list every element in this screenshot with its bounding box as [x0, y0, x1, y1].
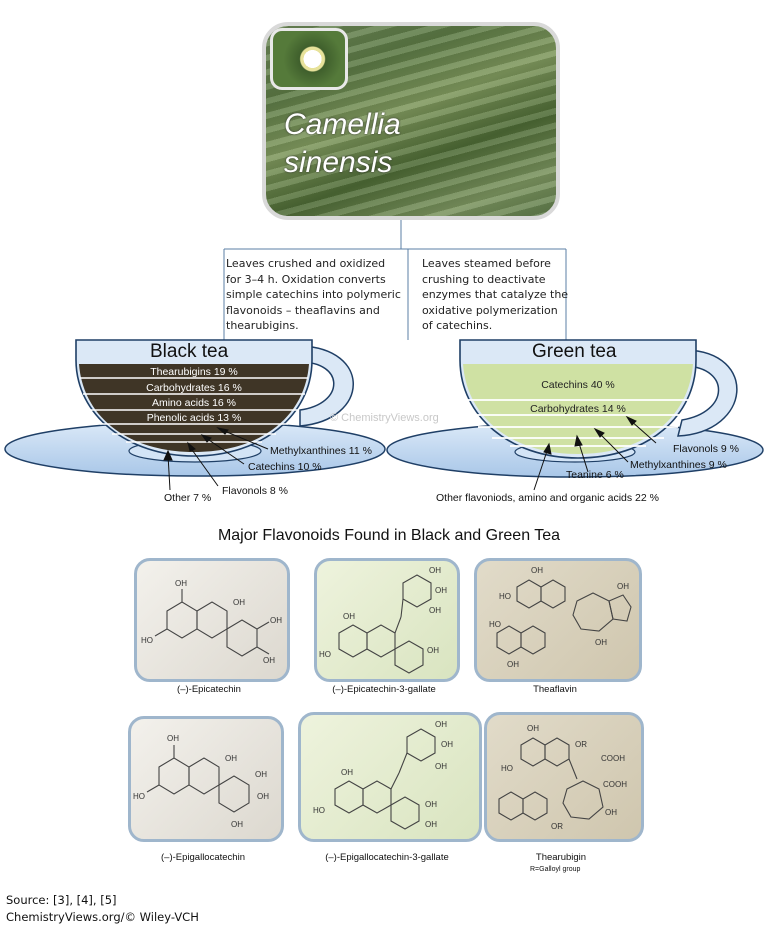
- photo-title-line2: sinensis: [284, 146, 393, 179]
- black-band-label: Amino acids 16 %: [151, 397, 237, 409]
- black-callout-label: Other 7 %: [164, 492, 212, 504]
- svg-text:HO: HO: [141, 636, 153, 645]
- molecule-caption: (–)-Epigallocatechin: [161, 852, 245, 863]
- black-band-label: Phenolic acids 13 %: [146, 412, 242, 424]
- svg-text:OH: OH: [527, 724, 539, 733]
- svg-text:OH: OH: [270, 616, 282, 625]
- black-tea-title: Black tea: [150, 341, 229, 362]
- svg-text:OH: OH: [435, 762, 447, 771]
- svg-text:OH: OH: [257, 792, 269, 801]
- black-band-label: Carbohydrates 16 %: [146, 382, 242, 394]
- svg-text:OH: OH: [531, 566, 543, 575]
- svg-text:HO: HO: [499, 592, 511, 601]
- molecule-caption: Thearubigin: [535, 852, 587, 863]
- green-callout-label: Other flavoniods, amino and organic acid…: [436, 492, 659, 504]
- green-band-label: Carbohydrates 14 %: [530, 403, 626, 415]
- svg-text:OH: OH: [343, 612, 355, 621]
- svg-text:HO: HO: [501, 764, 513, 773]
- watermark: © ChemistryViews.org: [330, 412, 439, 424]
- black-tea-cup-handle: [299, 345, 354, 427]
- svg-text:OH: OH: [233, 598, 245, 607]
- black-tea-liquid: [79, 364, 309, 452]
- svg-text:OH: OH: [231, 820, 243, 829]
- molecule-caption: (–)-Epigallocatechin-3-gallate: [325, 852, 449, 863]
- molecule-note: R=Galloyl group: [530, 866, 581, 873]
- svg-text:HO: HO: [313, 806, 325, 815]
- molecule-caption: (–)-Epicatechin-3-gallate: [332, 684, 436, 695]
- tea-flower-photo: [270, 28, 348, 90]
- epicatechin-3-gallate-structure: OH HO OH OH OH OH: [314, 558, 460, 682]
- tea-cups-illustration: [4, 339, 764, 491]
- svg-text:OH: OH: [595, 638, 607, 647]
- svg-text:OH: OH: [425, 800, 437, 809]
- svg-text:OH: OH: [507, 660, 519, 669]
- svg-text:HO: HO: [133, 792, 145, 801]
- svg-text:COOH: COOH: [603, 780, 627, 789]
- photo-title-line1: Camellia: [284, 108, 401, 141]
- svg-text:OH: OH: [435, 720, 447, 729]
- green-callout-label: Teanine 6 %: [566, 469, 624, 481]
- svg-text:OH: OH: [605, 808, 617, 817]
- black-callout-label: Catechins 10 %: [248, 461, 322, 473]
- svg-text:OH: OH: [441, 740, 453, 749]
- svg-text:OH: OH: [429, 606, 441, 615]
- black-tea-process-note: Leaves crushed and oxidized for 3–4 h. O…: [226, 257, 401, 332]
- epigallocatechin-structure: OH HO OH OH OH OH: [128, 716, 284, 842]
- svg-text:OH: OH: [427, 646, 439, 655]
- svg-text:HO: HO: [489, 620, 501, 629]
- green-callout-label: Methylxanthines 9 %: [630, 459, 727, 471]
- svg-text:OH: OH: [167, 734, 179, 743]
- molecule-caption: Theaflavin: [533, 684, 577, 695]
- svg-text:HO: HO: [319, 650, 331, 659]
- photo-title: Camellia sinensis: [284, 106, 401, 182]
- svg-text:OH: OH: [429, 566, 441, 575]
- green-tea-process-note: Leaves steamed before crushing to deacti…: [422, 257, 569, 332]
- svg-text:OH: OH: [255, 770, 267, 779]
- black-band-label: Thearubigins 19 %: [150, 366, 238, 378]
- connector-lines: [223, 210, 567, 340]
- svg-text:OH: OH: [225, 754, 237, 763]
- svg-text:OH: OH: [175, 579, 187, 588]
- credit-line: ChemistryViews.org/© Wiley-VCH: [6, 910, 199, 924]
- theaflavin-structure: OH HO HO OH OH OH: [474, 558, 642, 682]
- svg-text:OH: OH: [263, 656, 275, 665]
- svg-text:OH: OH: [341, 768, 353, 777]
- svg-text:OH: OH: [435, 586, 447, 595]
- section-title: Major Flavonoids Found in Black and Gree…: [217, 527, 561, 544]
- svg-text:OR: OR: [551, 822, 563, 831]
- source-line: Source: [3], [4], [5]: [6, 893, 117, 907]
- svg-text:OH: OH: [617, 582, 629, 591]
- svg-text:COOH: COOH: [601, 754, 625, 763]
- black-callout-label: Flavonols 8 %: [222, 485, 288, 497]
- black-callout-label: Methylxanthines 11 %: [270, 445, 372, 457]
- svg-text:OH: OH: [425, 820, 437, 829]
- epigallocatechin-3-gallate-structure: OH HO OH OH OH OH OH: [298, 712, 482, 842]
- green-tea-title: Green tea: [532, 341, 617, 362]
- green-band-label: Catechins 40 %: [541, 379, 615, 391]
- molecule-caption: (–)-Epicatechin: [177, 684, 241, 695]
- green-tea-liquid: [463, 364, 693, 454]
- green-callout-label: Flavonols 9 %: [673, 443, 739, 455]
- epicatechin-structure: OH HO OH OH OH: [134, 558, 290, 682]
- thearubigin-structure: OH HO OR COOH COOH OR OH: [484, 712, 644, 842]
- green-tea-cup-handle: [677, 349, 738, 437]
- svg-text:OR: OR: [575, 740, 587, 749]
